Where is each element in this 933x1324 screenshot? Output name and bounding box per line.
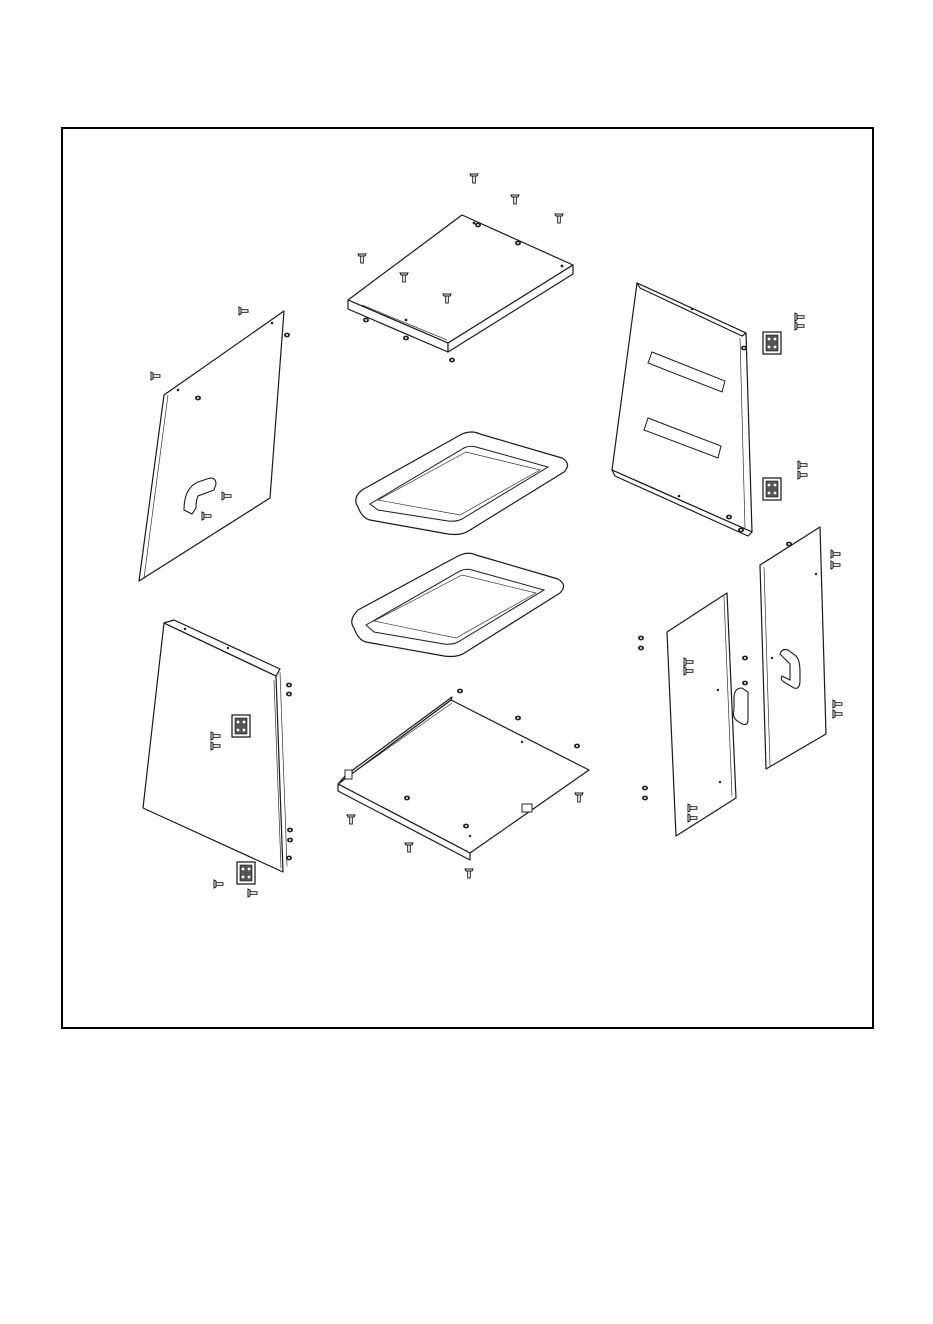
nut-icon (726, 515, 732, 520)
nut-icon (515, 716, 521, 721)
hinge-icon (232, 715, 250, 737)
hinge-icon (763, 478, 781, 500)
screw-icon (575, 793, 583, 802)
left-door (638, 593, 748, 836)
screw-icon (555, 214, 563, 223)
nut-icon (742, 681, 748, 686)
screw-icon (214, 880, 223, 888)
screw-icon (151, 372, 160, 380)
screw-icon (831, 561, 840, 569)
handle-icon (733, 688, 748, 725)
nut-icon (574, 744, 580, 749)
screw-icon (405, 843, 413, 852)
nut-icon (457, 689, 463, 694)
right-vented-panel (612, 283, 752, 536)
screw-icon (831, 550, 840, 558)
nut-icon (287, 838, 293, 843)
hinge-icon (763, 332, 781, 354)
nut-icon (403, 336, 409, 341)
nut-icon (638, 636, 644, 641)
lower-tray (352, 553, 564, 656)
base-panel (338, 689, 589, 860)
nut-icon (404, 796, 410, 801)
nut-icon (287, 828, 293, 833)
nut-icon (742, 656, 748, 661)
nut-icon (286, 683, 292, 688)
nut-icon (463, 824, 469, 829)
left-side-panel (139, 311, 290, 581)
screw-icon (795, 313, 804, 321)
nut-icon (642, 796, 648, 801)
nut-icon (638, 646, 644, 651)
top-panel (348, 215, 573, 352)
screw-icon (798, 461, 807, 469)
nut-icon (515, 241, 521, 246)
screw-icon (511, 195, 519, 204)
screw-icon (795, 322, 804, 330)
screw-icon (248, 889, 257, 897)
screw-icon (465, 869, 473, 878)
nut-icon (741, 346, 747, 351)
nut-icon (286, 856, 292, 861)
screw-icon (470, 174, 478, 183)
hinge-icon (237, 862, 255, 884)
nut-icon (363, 318, 369, 323)
right-door (760, 527, 842, 769)
screw-icon (239, 307, 248, 315)
nut-icon (284, 333, 290, 338)
nut-icon (195, 396, 201, 401)
nut-icon (475, 223, 481, 228)
nut-icon (286, 692, 292, 697)
nut-icon (642, 786, 648, 791)
screw-icon (833, 710, 842, 718)
nut-icon (449, 358, 455, 363)
upper-tray (356, 432, 568, 535)
nut-icon (738, 528, 744, 533)
screw-icon (358, 254, 366, 263)
nut-icon (786, 542, 792, 547)
screw-icon (833, 700, 842, 708)
screw-icon (798, 471, 807, 479)
screw-icon (347, 815, 355, 824)
